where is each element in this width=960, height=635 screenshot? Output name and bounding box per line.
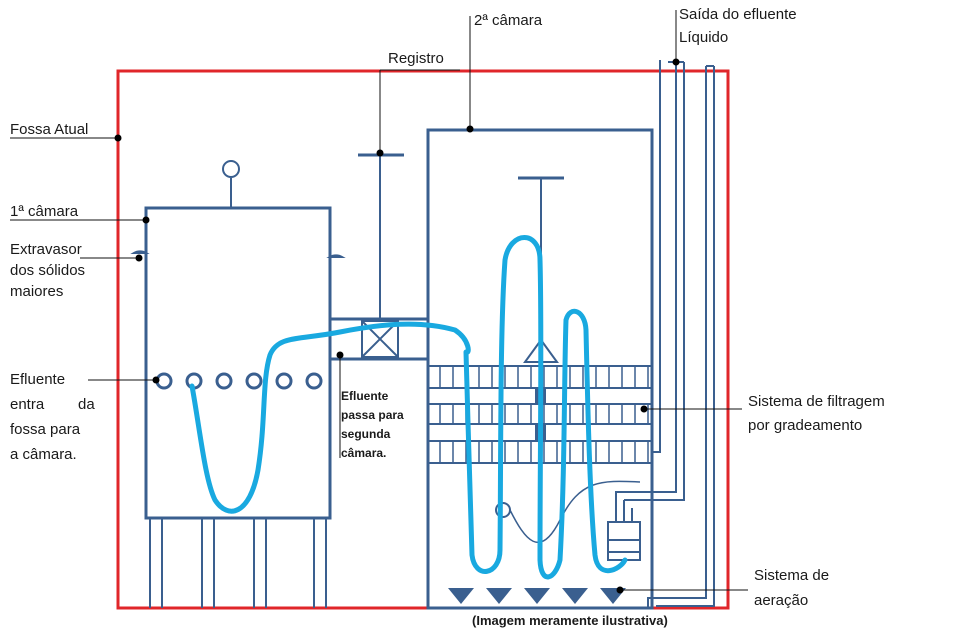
label-registro: Registro <box>388 50 444 67</box>
chamber-1 <box>130 160 346 608</box>
label-efluente-passa-3: segunda <box>341 427 391 441</box>
label-efluente-entra-4: fossa para <box>10 421 81 438</box>
extravasor-right-icon <box>326 254 346 258</box>
label-efluente-passa-4: câmara. <box>341 446 386 460</box>
label-camara-2: 2ª câmara <box>474 12 543 29</box>
outlet-pipes <box>615 60 715 608</box>
inlet-holes <box>155 372 323 390</box>
aerators <box>448 588 626 604</box>
label-fossa-atual: Fossa Atual <box>10 121 88 138</box>
extravasor-left-icon <box>130 250 150 254</box>
label-efluente-entra-2: entra <box>10 396 45 413</box>
connecting-pipe <box>330 153 428 361</box>
label-filtragem-2: por gradeamento <box>748 417 862 434</box>
label-saida-1: Saída do efluente <box>679 6 797 23</box>
chamber-1-supports <box>149 518 327 608</box>
label-filtragem-1: Sistema de filtragem <box>748 393 885 410</box>
label-efluente-passa-1: Efluente <box>341 389 389 403</box>
label-extravasor-3: maiores <box>10 283 63 300</box>
label-aeracao-1: Sistema de <box>754 567 829 584</box>
label-aeracao-2: aeração <box>754 592 808 609</box>
chamber-1-vent-icon <box>222 160 240 178</box>
label-extravasor-2: dos sólidos <box>10 262 85 279</box>
label-camara-1: 1ª câmara <box>10 203 79 220</box>
label-efluente-entra-1: Efluente <box>10 371 65 388</box>
fossa-outline <box>116 69 730 610</box>
label-efluente-passa-2: passa para <box>341 408 404 422</box>
leaders <box>10 10 748 594</box>
label-saida-2: Líquido <box>679 29 728 46</box>
label-efluente-entra-5: a câmara. <box>10 446 77 463</box>
caption: (Imagem meramente ilustrativa) <box>472 613 668 628</box>
label-extravasor-1: Extravasor <box>10 241 82 258</box>
effluent-flow-path <box>189 235 628 580</box>
label-efluente-entra-3: da <box>78 396 95 413</box>
